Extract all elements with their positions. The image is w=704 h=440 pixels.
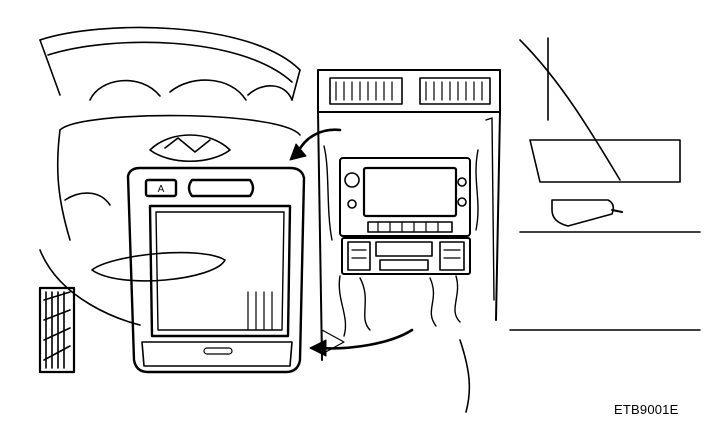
steering-wheel bbox=[39, 26, 301, 326]
dashboard-stack bbox=[317, 69, 501, 361]
removal-arrow-lower-head bbox=[309, 339, 327, 357]
panel-button-label: A bbox=[158, 184, 165, 195]
figure-code: ETB9001E bbox=[614, 402, 679, 417]
climate-control-unit bbox=[341, 237, 471, 275]
brake-pedal bbox=[38, 286, 76, 374]
removal-arrow-lower bbox=[316, 328, 414, 350]
center-fascia-panel bbox=[126, 166, 306, 374]
audio-head-unit bbox=[339, 157, 471, 237]
glove-box-area bbox=[459, 37, 701, 413]
removal-arrow-upper-head bbox=[289, 143, 307, 161]
